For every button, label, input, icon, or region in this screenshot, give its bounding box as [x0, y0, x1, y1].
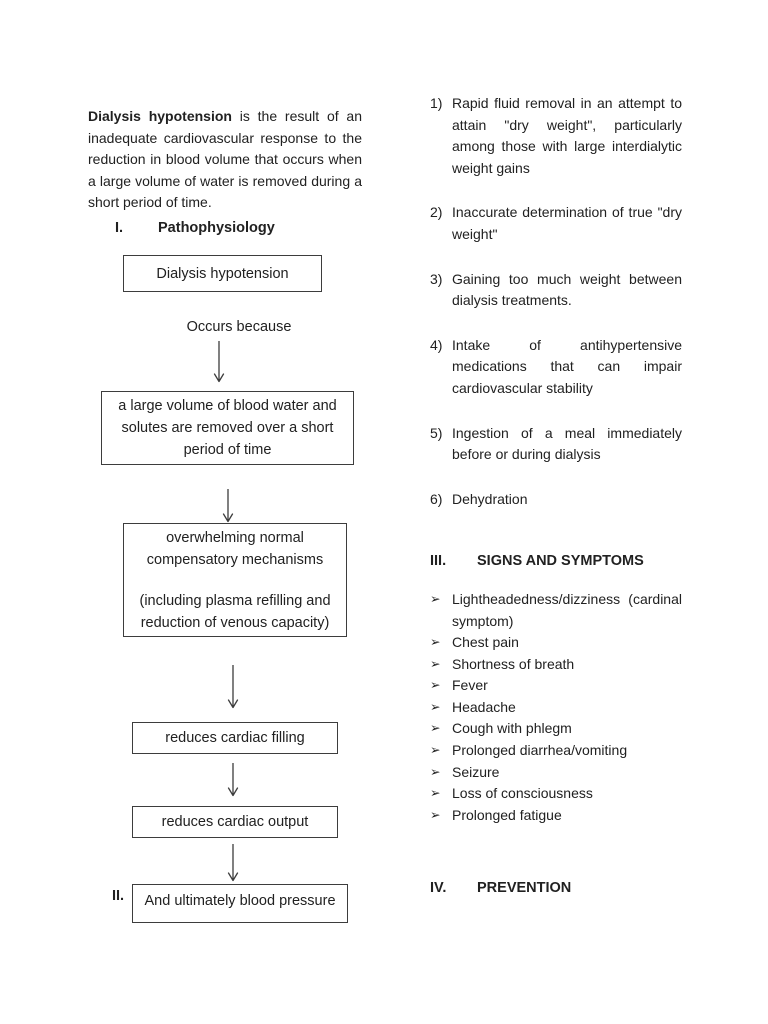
cause-text: Dehydration — [452, 490, 528, 507]
flowchart-connector-label: Occurs because — [186, 319, 292, 335]
intro-body-text: is the result of an inadequate cardiovas… — [88, 108, 362, 211]
cause-text: Intake of antihypertensive medications t… — [452, 336, 682, 396]
section-heading-signs-and-symptoms: III. SIGNS AND SYMPTOMS — [430, 551, 682, 573]
cause-number: 6) — [430, 490, 443, 507]
arrow-bullet-icon: ➢ — [430, 786, 441, 801]
intro-lead-bold: Dialysis hypotension — [88, 108, 232, 124]
arrow-bullet-icon: ➢ — [430, 699, 441, 714]
flowchart-box3-text-1: overwhelming normal compensatory mechani… — [146, 529, 324, 568]
down-arrow-icon — [227, 763, 239, 797]
flowchart-box-reduces-cardiac-output: reduces cardiac output — [132, 806, 338, 838]
flowchart-box-blood-pressure: And ultimately blood pressure — [132, 884, 348, 923]
section-number-ii: II. — [112, 888, 125, 904]
section-number: IV. — [430, 880, 447, 897]
symptom-item: Cough with phlegm — [452, 720, 572, 737]
cause-text: Inaccurate determination of true "dry we… — [452, 204, 682, 242]
section-number: III. — [430, 553, 447, 570]
cause-number: 1) — [430, 95, 443, 111]
cause-number: 2) — [430, 204, 443, 221]
symptom-row: ➢ Lightheadedness/dizziness (cardinal sy… — [430, 589, 682, 632]
section-number: I. — [115, 220, 124, 236]
flowchart-box-compensatory-mechanisms: overwhelming normal compensatory mechani… — [123, 523, 347, 637]
arrow-bullet-icon: ➢ — [430, 678, 441, 693]
cause-number: 3) — [430, 270, 443, 287]
intro-paragraph: Dialysis hypotension is the result of an… — [88, 106, 362, 214]
symptom-row: ➢ Cough with phlegm — [430, 718, 682, 740]
symptom-row: ➢ Shortness of breath — [430, 654, 682, 676]
section-title: PREVENTION — [477, 880, 572, 897]
cause-item: 1) Rapid fluid removal in an attempt to … — [430, 93, 682, 179]
flowchart-box-large-volume-removed: a large volume of blood water and solute… — [101, 391, 354, 465]
flowchart-box-dialysis-hypotension: Dialysis hypotension — [123, 255, 322, 292]
cause-number: 4) — [430, 336, 443, 353]
section-title: Pathophysiology — [158, 220, 275, 236]
symptom-item: Headache — [452, 698, 516, 715]
down-arrow-icon — [227, 665, 239, 709]
section-heading-prevention: IV. PREVENTION — [430, 878, 682, 900]
symptoms-list: ➢ Lightheadedness/dizziness (cardinal sy… — [430, 589, 682, 827]
cause-number: 5) — [430, 424, 443, 441]
down-arrow-icon — [227, 844, 239, 882]
cause-text: Gaining too much weight between dialysis… — [452, 270, 682, 309]
arrow-bullet-icon: ➢ — [430, 591, 441, 606]
symptom-item: Seizure — [452, 763, 500, 780]
symptom-item: Loss of consciousness — [452, 785, 593, 802]
symptom-item: Prolonged fatigue — [452, 806, 562, 823]
cause-item: 2) Inaccurate determination of true "dry… — [430, 202, 682, 245]
symptom-row: ➢ Prolonged diarrhea/vomiting — [430, 740, 682, 762]
flowchart-box-reduces-cardiac-filling: reduces cardiac filling — [132, 722, 338, 754]
symptom-row: ➢ Headache — [430, 697, 682, 719]
symptom-item: Fever — [452, 677, 488, 694]
down-arrow-icon — [213, 341, 225, 383]
arrow-bullet-icon: ➢ — [430, 635, 441, 650]
cause-text: Ingestion of a meal immediately before o… — [452, 424, 682, 463]
symptom-item: Lightheadedness/dizziness (cardinal symp… — [452, 590, 682, 629]
arrow-bullet-icon: ➢ — [430, 721, 441, 736]
symptom-row: ➢ Chest pain — [430, 632, 682, 654]
symptom-row: ➢ Fever — [430, 675, 682, 697]
flowchart-box3-text-2: (including plasma refilling and reductio… — [139, 592, 331, 631]
arrow-bullet-icon: ➢ — [430, 743, 441, 758]
symptom-row: ➢ Prolonged fatigue — [430, 805, 682, 827]
symptom-row: ➢ Seizure — [430, 762, 682, 784]
symptom-item: Chest pain — [452, 634, 519, 651]
arrow-bullet-icon: ➢ — [430, 764, 441, 779]
section-title: SIGNS AND SYMPTOMS — [477, 553, 644, 570]
arrow-bullet-icon: ➢ — [430, 807, 441, 822]
section-heading-pathophysiology: I. Pathophysiology — [115, 218, 365, 240]
cause-item: 6) Dehydration — [430, 489, 682, 511]
right-column: 1) Rapid fluid removal in an attempt to … — [430, 93, 682, 900]
symptom-row: ➢ Loss of consciousness — [430, 783, 682, 805]
arrow-bullet-icon: ➢ — [430, 656, 441, 671]
cause-item: 5) Ingestion of a meal immediately befor… — [430, 423, 682, 466]
cause-text: Rapid fluid removal in an attempt to att… — [452, 95, 682, 176]
cause-item: 3) Gaining too much weight between dialy… — [430, 269, 682, 312]
down-arrow-icon — [222, 489, 234, 523]
symptom-item: Shortness of breath — [452, 655, 575, 672]
symptom-item: Prolonged diarrhea/vomiting — [452, 742, 628, 759]
cause-item: 4) Intake of antihypertensive medication… — [430, 335, 682, 400]
